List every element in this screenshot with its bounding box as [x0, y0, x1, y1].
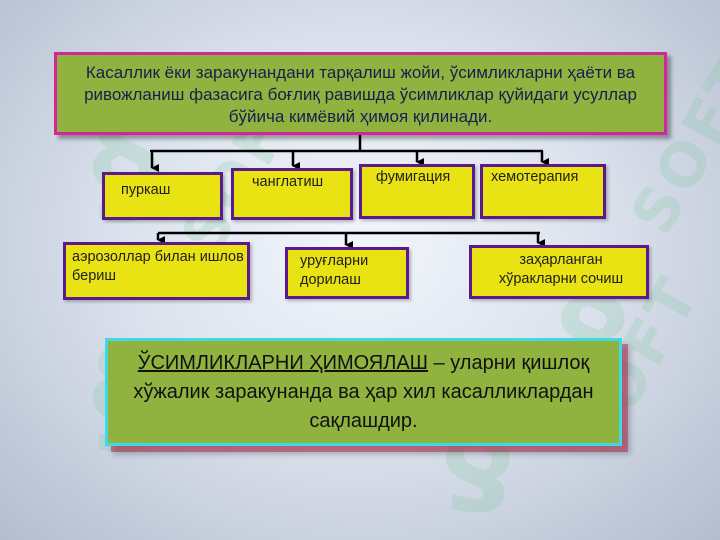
- method-box-seed-treatment: уруғларни дорилаш: [285, 247, 409, 299]
- method-label: заҳарланган хўракларни сочиш: [498, 252, 624, 287]
- intro-statement-box: Касаллик ёки заракунандани тарқалиш жойи…: [54, 52, 667, 135]
- definition-text: – уларни қишлоқ хўжалик заракунанда ва ҳ…: [133, 352, 594, 432]
- method-box-chemotherapy: хемотерапия: [480, 164, 606, 219]
- method-box-spraying: пуркаш: [102, 172, 223, 220]
- method-label: фумигация: [376, 169, 451, 185]
- method-label: пуркаш: [121, 182, 171, 198]
- intro-statement-text: Касаллик ёки заракунандани тарқалиш жойи…: [84, 63, 637, 126]
- method-box-dusting: чанглатиш: [231, 168, 353, 220]
- definition-term: ЎСИМЛИКЛАРНИ ҲИМОЯЛАШ: [137, 352, 428, 374]
- method-label: чанглатиш: [252, 174, 324, 190]
- method-label: хемотерапия: [491, 169, 579, 185]
- method-label: аэрозоллар билан ишлов бериш: [72, 249, 244, 284]
- definition-box: ЎСИМЛИКЛАРНИ ҲИМОЯЛАШ – уларни қишлоқ хў…: [105, 338, 622, 446]
- method-box-poison-bait: заҳарланган хўракларни сочиш: [469, 245, 649, 299]
- method-box-aerosols: аэрозоллар билан ишлов бериш: [63, 242, 250, 300]
- method-label: уруғларни дорилаш: [300, 253, 369, 288]
- method-box-fumigation: фумигация: [359, 164, 475, 219]
